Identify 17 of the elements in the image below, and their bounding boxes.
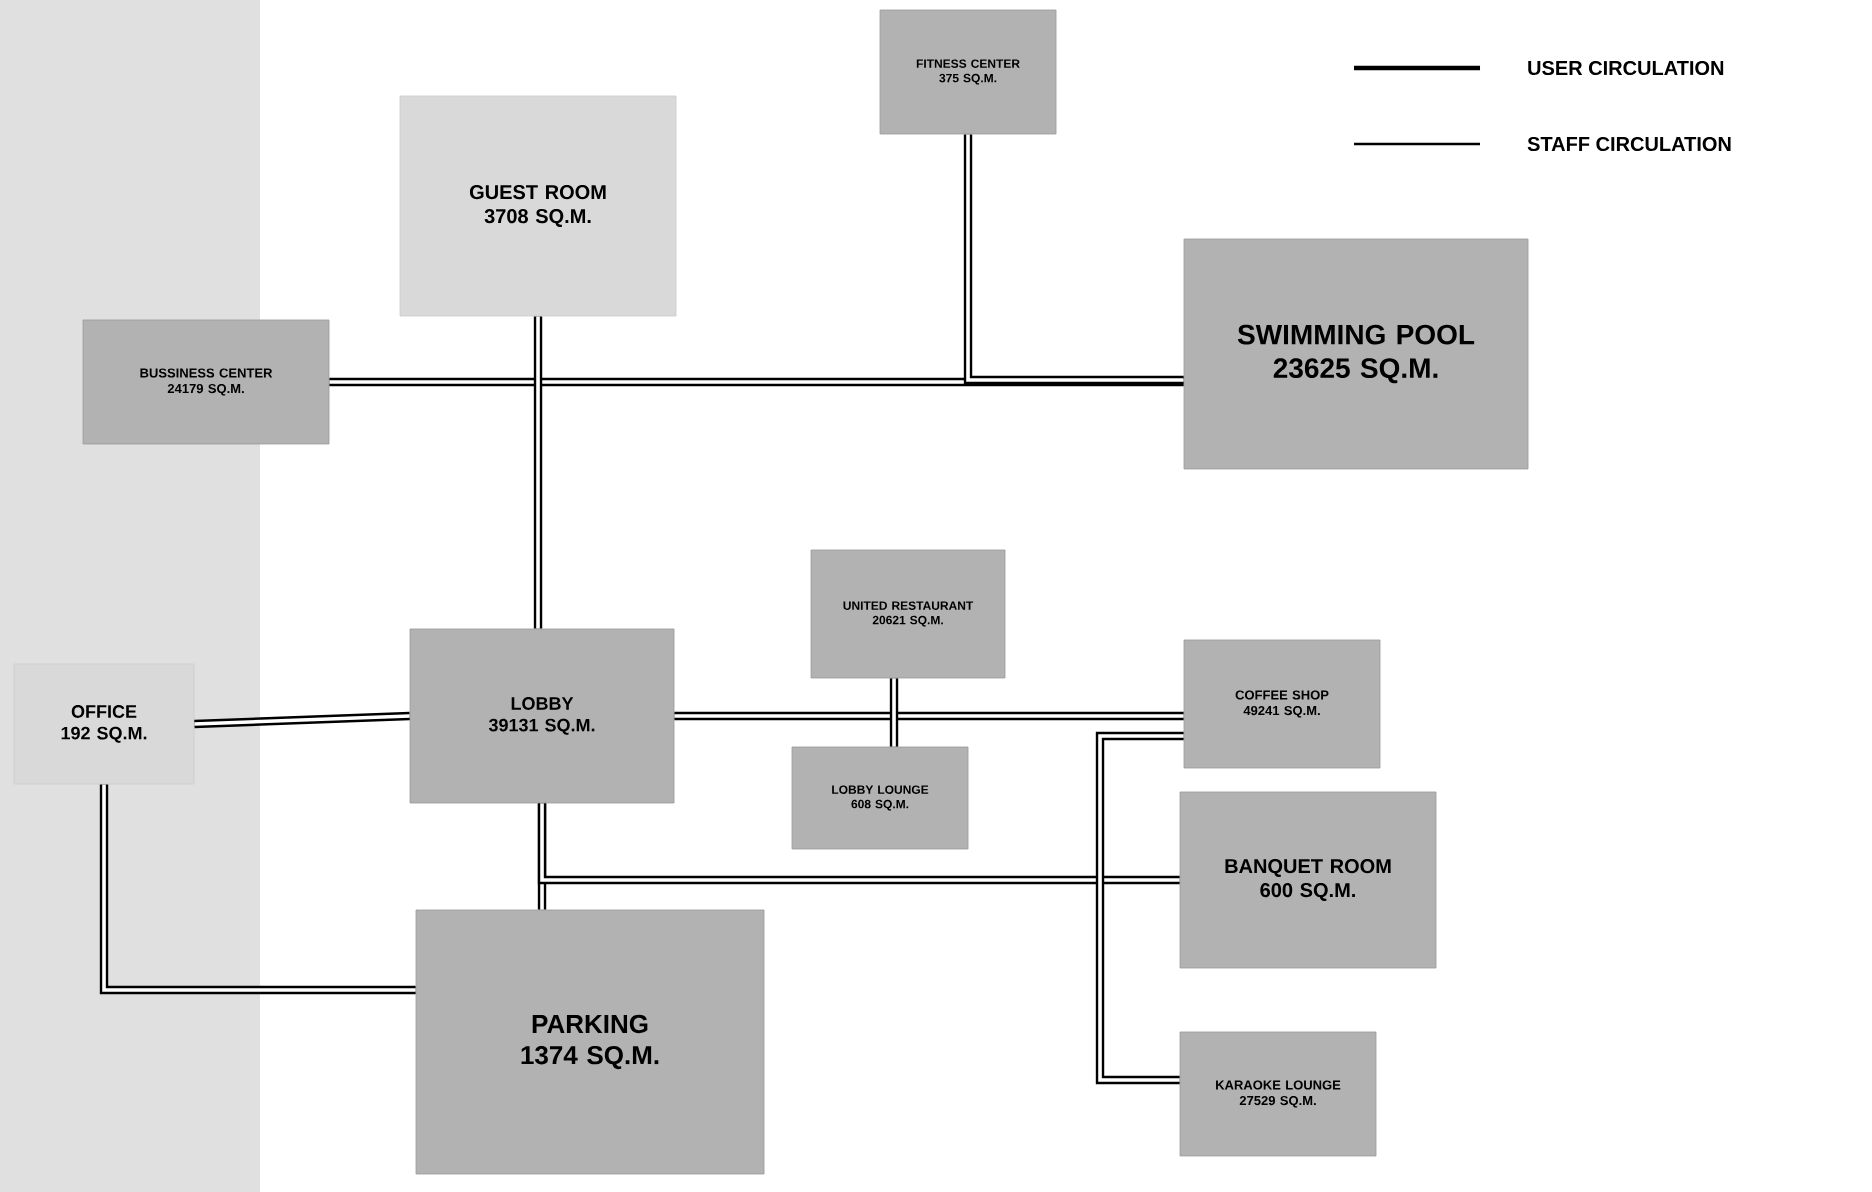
room-box: LOBBY 39131 SQ.M. — [409, 628, 675, 804]
corridor-line — [889, 678, 899, 747]
legend-text: USER CIRCULATION — [1528, 60, 1724, 76]
corridor-line — [533, 316, 543, 629]
room-box: SWIMMING POOL 23625 SQ.M. — [1183, 238, 1529, 470]
corridor-line — [99, 784, 416, 995]
legend-text: STAFF CIRCULATION — [1527, 136, 1731, 152]
room-box: OFFICE 192 SQ.M. — [13, 663, 195, 785]
corridor-line — [194, 711, 410, 729]
corridor-line — [1095, 731, 1184, 1085]
corridor-line — [963, 134, 1184, 385]
corridor-line — [329, 377, 1184, 387]
room-box: GUEST ROOM 3708 SQ.M. — [399, 95, 677, 317]
room-box: PARKING 1374 SQ.M. — [415, 909, 765, 1175]
corridor-line — [537, 803, 1180, 885]
corridor-line — [674, 711, 1184, 721]
room-box: BANQUET ROOM 600 SQ.M. — [1179, 791, 1437, 969]
